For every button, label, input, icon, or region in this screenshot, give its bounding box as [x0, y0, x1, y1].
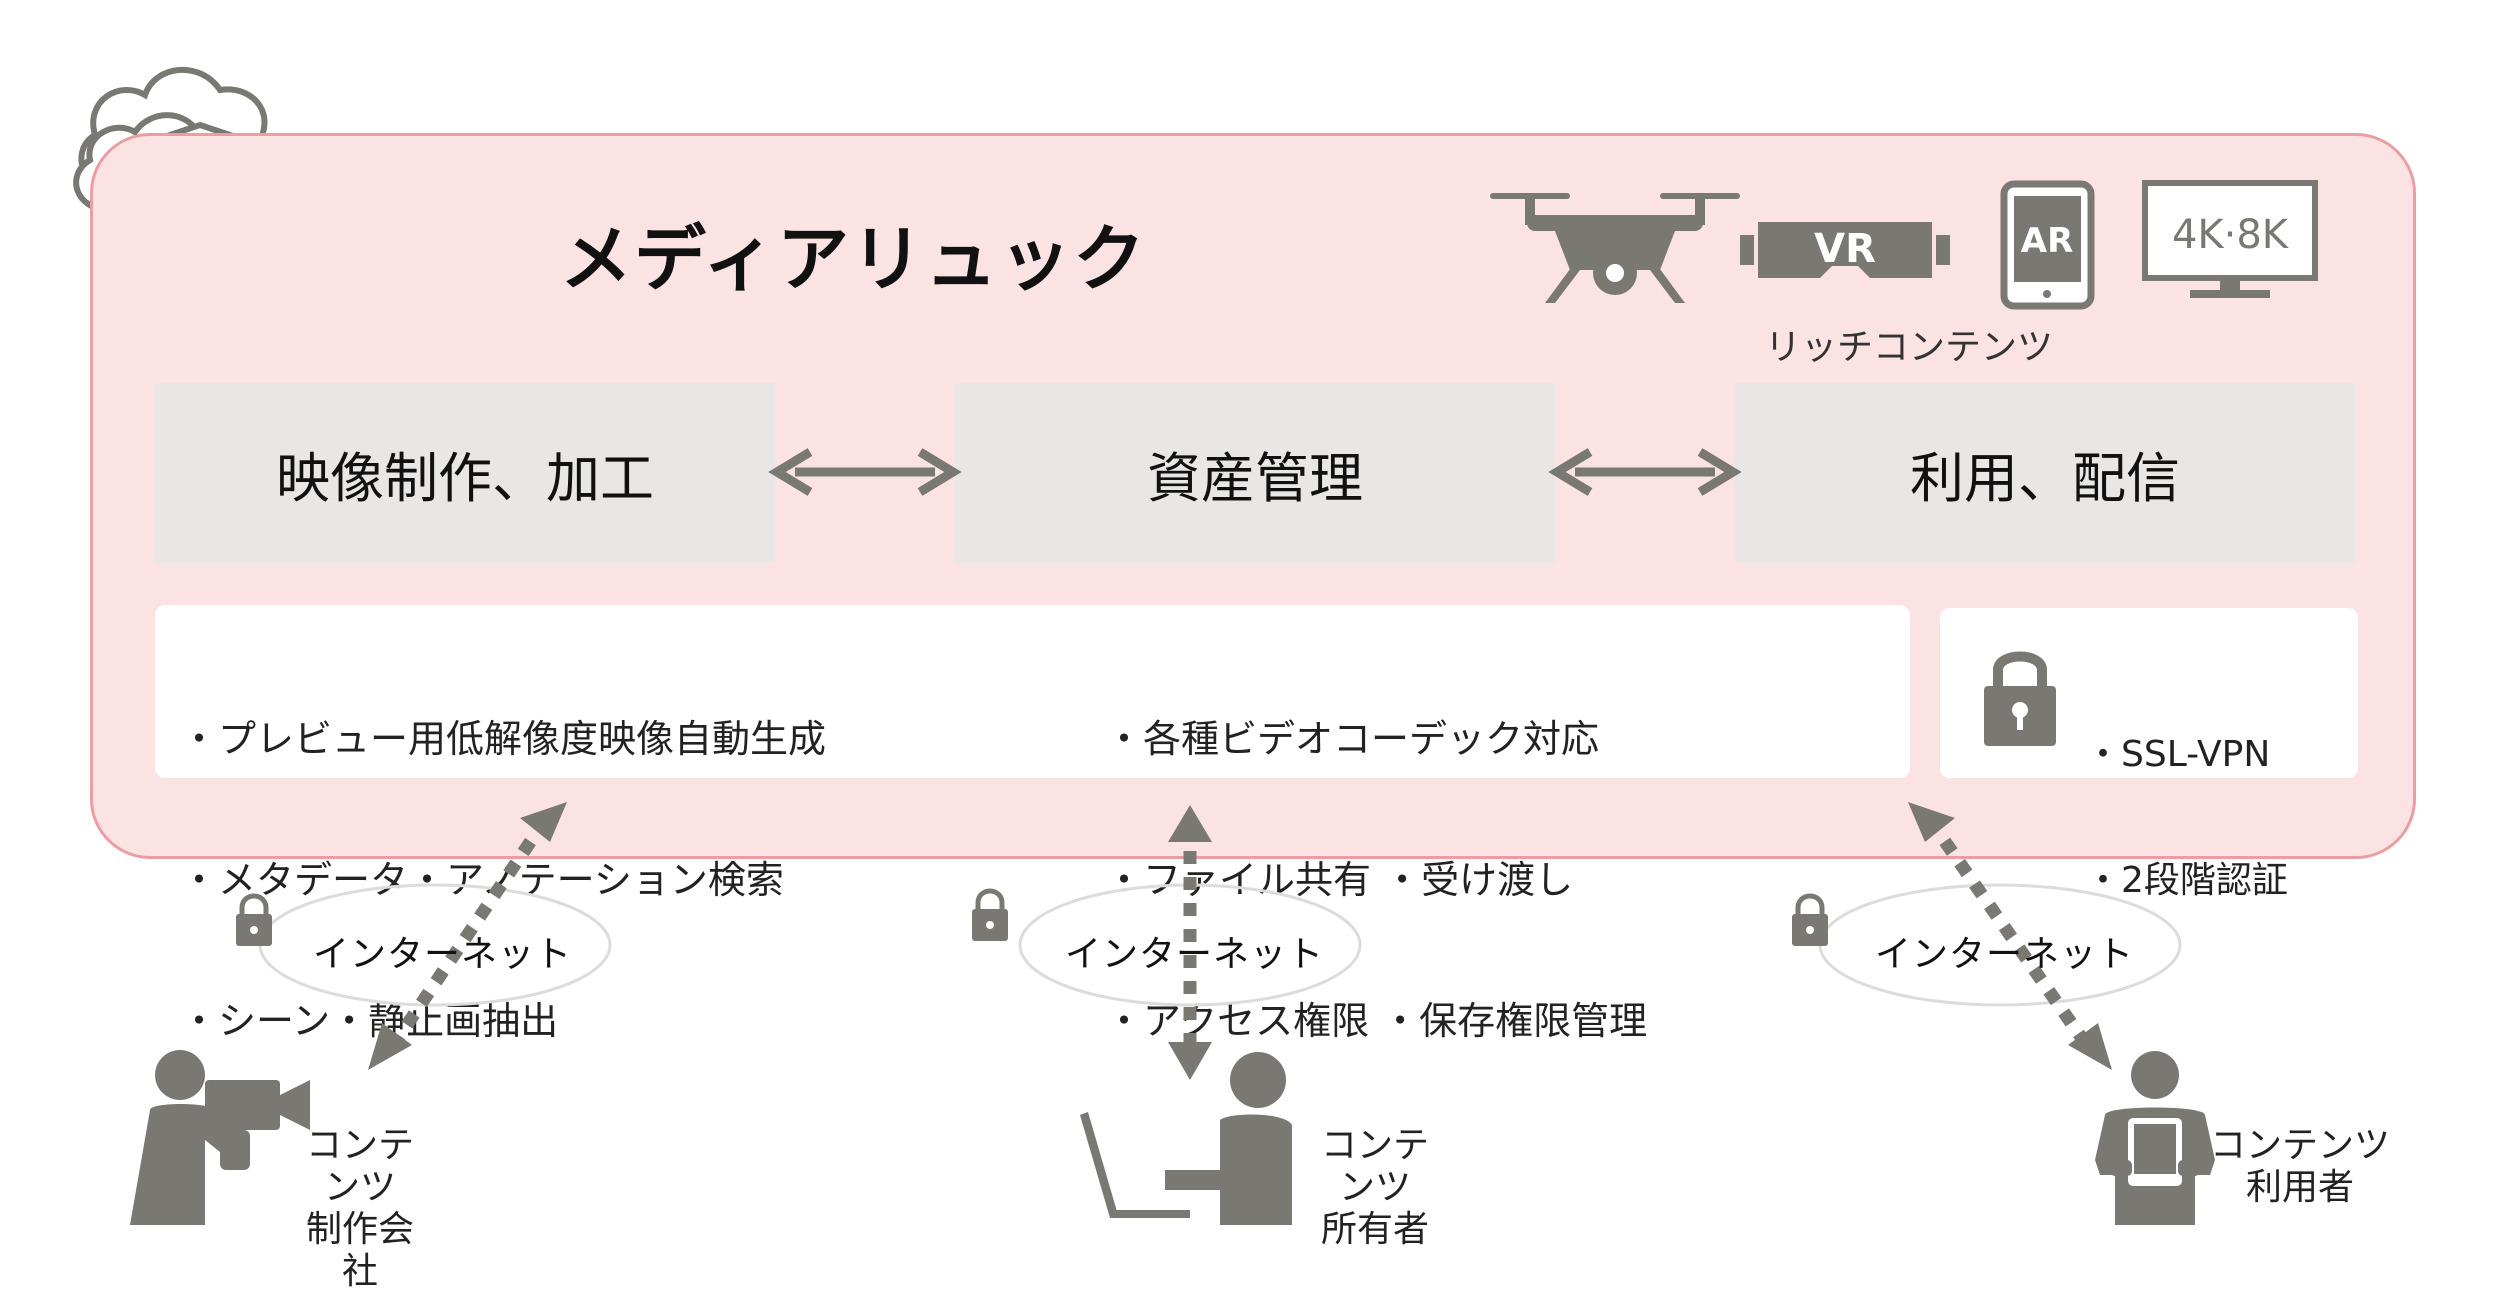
user-label-line2: 所有者: [1320, 1209, 1429, 1250]
tablet-user-icon: [2095, 1051, 2215, 1225]
vr-text: VR: [1814, 226, 1876, 272]
function-box-asset-management: 資産管理: [955, 383, 1555, 563]
product-title: メディアリュック: [560, 217, 1147, 301]
features-box: [155, 605, 1910, 778]
list-item: ・プレビュー用低解像度映像自動生成: [180, 717, 827, 761]
function-label: 利用、配信: [1910, 446, 2180, 510]
4k-8k-monitor-icon: 4K·8K: [2142, 180, 2318, 298]
user-label-line1: コンテンツ: [1320, 1125, 1429, 1208]
user-label-owner: コンテンツ 所有者: [1305, 1125, 1445, 1251]
list-item: ・ファイル共有 ・受け渡し: [1105, 858, 1574, 902]
double-arrow-icon: [768, 448, 962, 496]
function-label: 映像制作、加工: [276, 446, 654, 510]
user-label-line1: コンテンツ: [2210, 1125, 2391, 1166]
vr-goggles-icon: VR: [1740, 222, 1950, 278]
function-label: 資産管理: [1147, 446, 1363, 510]
drone-icon: [1490, 193, 1740, 303]
padlock-icon: [1984, 651, 2056, 746]
user-label-line2: 制作会社: [305, 1209, 414, 1292]
network-connections: [236, 802, 2182, 1080]
features-list-left: ・プレビュー用低解像度映像自動生成 ・メタデータ・アノテーション検索 ・シーン・…: [180, 622, 826, 1092]
list-item: ・各種ビデオコーデック対応: [1105, 717, 1600, 761]
function-box-distribution: 利用、配信: [1735, 383, 2355, 563]
monitor-text: 4K·8K: [2172, 212, 2290, 258]
ar-text: AR: [2021, 221, 2074, 261]
laptop-user-icon: [1080, 1052, 1292, 1225]
list-item: ・シーン・静止画抽出: [180, 999, 559, 1043]
user-label-line1: コンテンツ: [305, 1125, 414, 1208]
list-item: ・メタデータ・アノテーション検索: [180, 858, 784, 902]
function-box-production: 映像制作、加工: [155, 383, 775, 563]
user-label-consumer: コンテンツ 利用者: [2210, 1125, 2390, 1209]
internet-label: インターネット: [313, 934, 573, 975]
list-item: ・2段階認証: [2085, 860, 2288, 901]
internet-label: インターネット: [1875, 934, 2135, 975]
security-list: ・SSL-VPN ・2段階認証: [2085, 650, 2288, 944]
rich-content-label: リッチコンテンツ: [1765, 327, 2054, 368]
list-item: ・アクセス権限 ・保存権限管理: [1105, 999, 1648, 1043]
ar-tablet-icon: AR: [2000, 180, 2095, 310]
features-list-right: ・各種ビデオコーデック対応 ・ファイル共有 ・受け渡し ・アクセス権限 ・保存権…: [1105, 622, 1647, 1092]
double-arrow-icon: [1548, 448, 1742, 496]
user-label-production: コンテンツ 制作会社: [290, 1125, 430, 1293]
internet-label: インターネット: [1065, 934, 1325, 975]
user-label-line2: 利用者: [2245, 1167, 2354, 1208]
list-item: ・SSL-VPN: [2085, 734, 2271, 775]
camera-operator-icon: [130, 1050, 310, 1225]
